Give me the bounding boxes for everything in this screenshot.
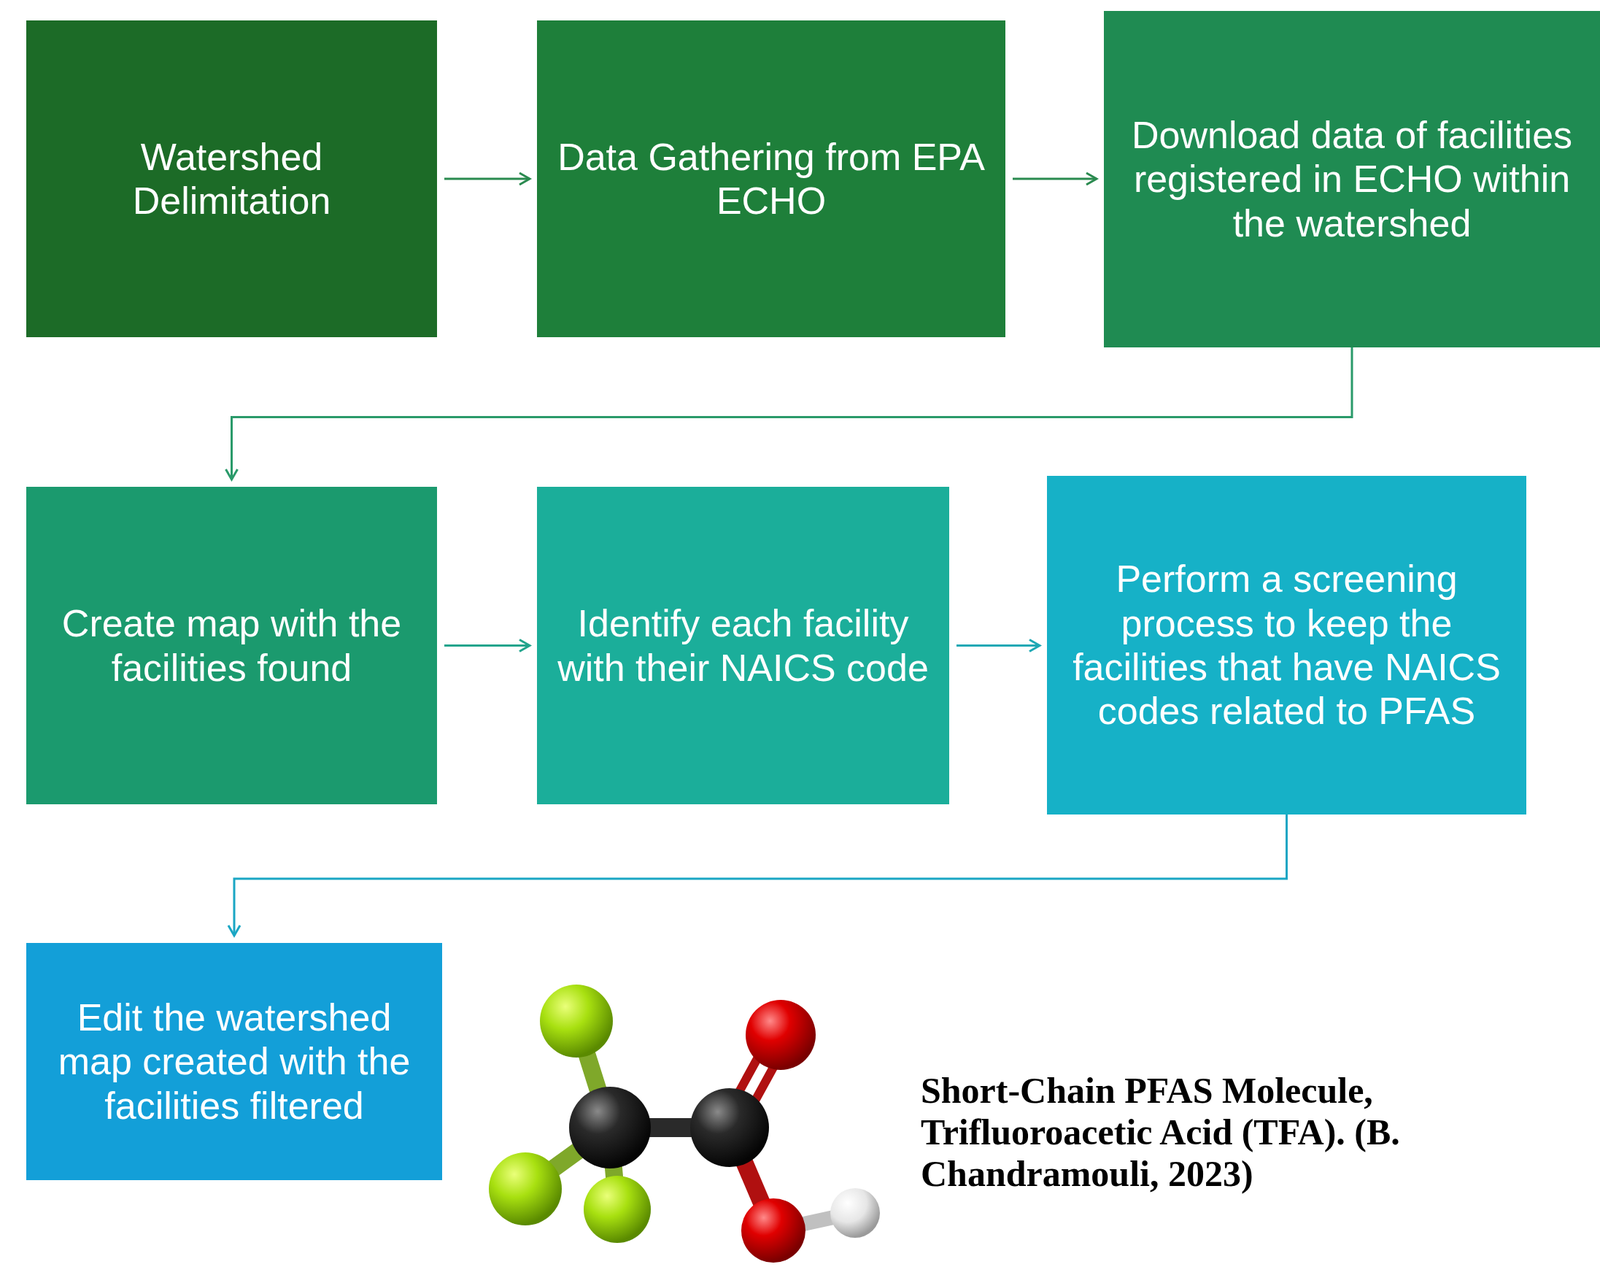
atoms [488,984,880,1263]
process-box: Create map with the facilities found [26,486,438,805]
flow-arrow [232,347,1353,480]
figure-caption: Short-Chain PFAS Molecule, Trifluoroacet… [920,1069,1512,1195]
process-box: Perform a screening process to keep the … [1046,475,1527,815]
process-label: Create map with the facilities found [45,601,419,690]
process-label: Perform a screening process to keep the … [1065,556,1508,733]
process-label: Data Gathering from EPA ECHO [555,134,987,224]
process-box: Data Gathering from EPA ECHO [536,20,1006,338]
process-box: Watershed Delimitation [26,20,438,338]
process-box: Identify each facility with their NAICS … [536,486,950,805]
flow-arrow [1012,178,1097,181]
flow-arrow [444,644,530,647]
process-label: Download data of facilities registered i… [1122,113,1582,246]
process-label: Identify each facility with their NAICS … [555,601,931,690]
flow-arrow [234,814,1288,936]
process-box: Edit the watershed map created with the … [26,942,443,1180]
process-box: Download data of facilities registered i… [1103,10,1600,348]
flow-arrow [444,178,530,181]
flow-arrow [956,644,1040,647]
process-label: Watershed Delimitation [45,134,419,224]
process-label: Edit the watershed map created with the … [45,995,424,1128]
